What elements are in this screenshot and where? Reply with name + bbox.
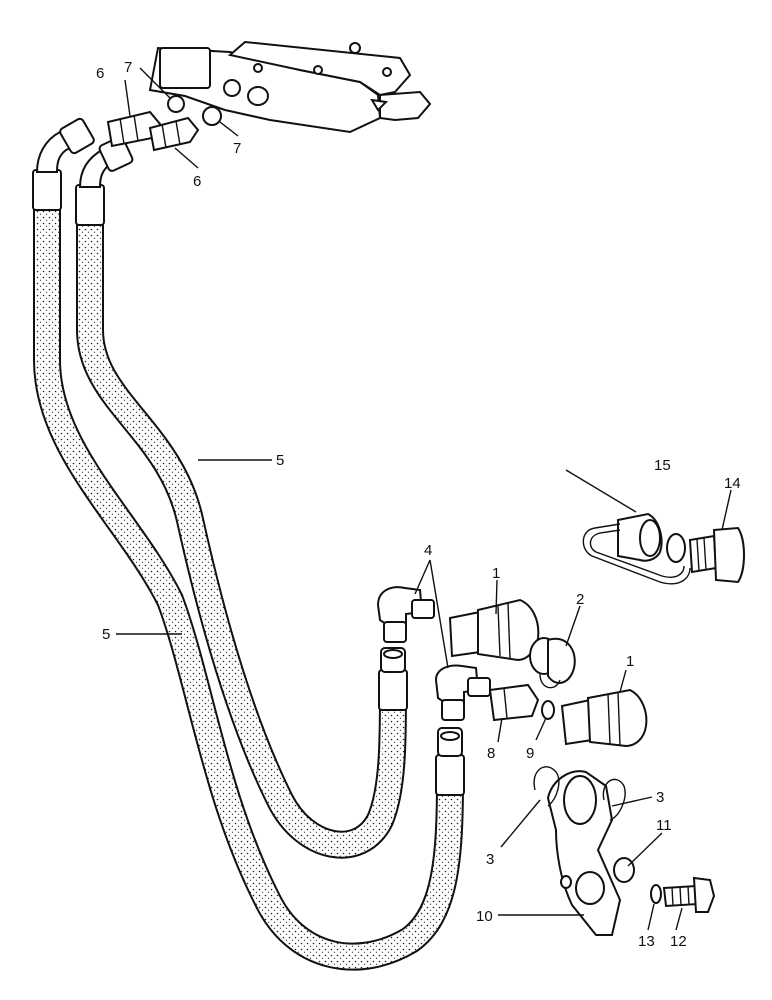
sealing-washer xyxy=(541,700,555,720)
hose-ferrule-top-outer xyxy=(32,117,95,211)
elbow-fitting-upper xyxy=(376,586,435,643)
callout-5-lower: 5 xyxy=(102,626,110,643)
o-ring-lower xyxy=(202,106,222,126)
leader-lines xyxy=(116,67,732,931)
callout-9: 9 xyxy=(526,745,534,762)
elbow-fitting-lower xyxy=(434,664,491,721)
adaptor-lower xyxy=(148,116,200,152)
callout-11: 11 xyxy=(656,817,672,834)
callout-3-left: 3 xyxy=(486,851,494,868)
quick-coupler-lower xyxy=(560,688,648,748)
hex-bolt xyxy=(662,876,716,913)
plug xyxy=(688,526,745,584)
quick-coupler-upper xyxy=(448,598,540,662)
callout-8: 8 xyxy=(487,745,495,762)
hose-outer xyxy=(33,200,464,971)
callout-15: 15 xyxy=(654,457,671,474)
hose-ferrule-bottom-inner xyxy=(378,647,408,711)
circlip-left xyxy=(533,766,560,807)
callout-6-lower: 6 xyxy=(193,173,201,190)
spring-washer xyxy=(650,884,662,904)
callout-4: 4 xyxy=(424,542,432,559)
circlip-right xyxy=(602,778,626,821)
callout-3-right: 3 xyxy=(656,789,664,806)
mounting-bracket xyxy=(546,770,635,936)
callout-5-upper: 5 xyxy=(276,452,284,469)
callout-1-upper: 1 xyxy=(492,565,500,582)
callout-7-lower: 7 xyxy=(233,140,241,157)
dust-cap xyxy=(529,637,576,689)
callout-13: 13 xyxy=(638,933,655,950)
callout-10: 10 xyxy=(476,908,493,925)
plug-cap-with-chain xyxy=(582,512,691,585)
callout-7-upper: 7 xyxy=(124,59,132,76)
callout-2: 2 xyxy=(576,591,584,608)
callout-1-lower: 1 xyxy=(626,653,634,670)
control-valve-block xyxy=(148,40,432,134)
o-ring-upper xyxy=(167,95,185,113)
hose-ferrule-top-inner xyxy=(75,136,134,226)
hose-ferrule-bottom-outer xyxy=(435,727,465,796)
straight-adaptor xyxy=(488,683,540,722)
callout-14: 14 xyxy=(724,475,741,492)
callout-12: 12 xyxy=(670,933,687,950)
callout-6-upper: 6 xyxy=(96,65,104,82)
hose-inner xyxy=(76,215,407,859)
